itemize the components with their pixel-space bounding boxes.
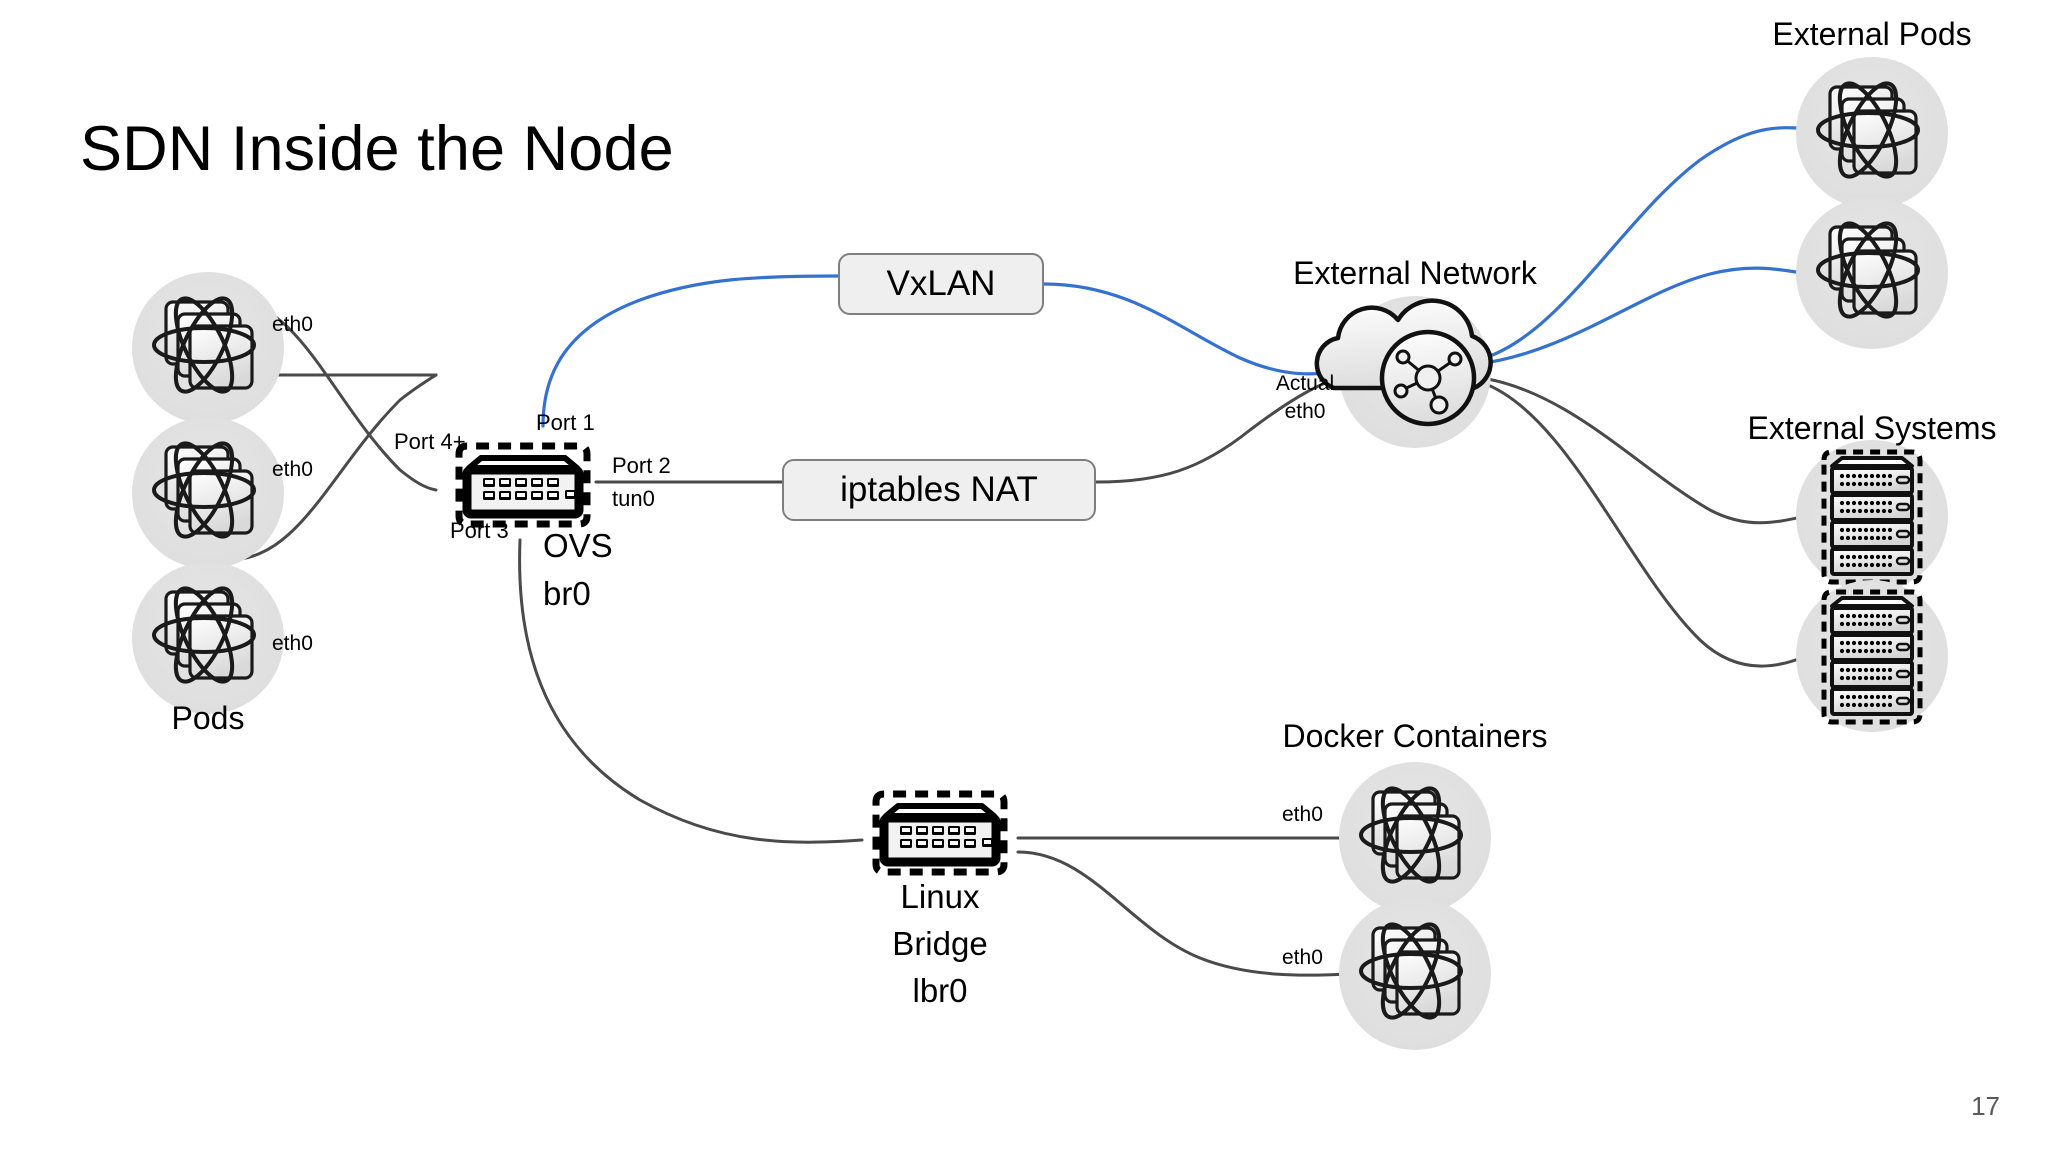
external-system-1[interactable] — [1796, 440, 1948, 592]
external-system-2[interactable] — [1796, 580, 1948, 732]
docker-containers-group — [1339, 762, 1491, 1050]
vxlan-label: VxLAN — [886, 264, 996, 303]
external-pods-group — [1796, 57, 1948, 349]
external-pod-2[interactable] — [1796, 197, 1948, 349]
pod-3[interactable] — [132, 562, 284, 714]
linux-bridge-label-line2: Bridge — [892, 925, 988, 962]
linux-bridge-label-line3: lbr0 — [912, 972, 968, 1009]
connector-layer — [226, 126, 1808, 977]
ovs-port2-label: Port 2 — [612, 453, 671, 478]
external-pods-label: External Pods — [1772, 16, 1972, 52]
docker-container-1[interactable] — [1339, 762, 1491, 914]
docker1-eth0-label: eth0 — [1282, 803, 1323, 826]
docker2-eth0-label: eth0 — [1282, 946, 1323, 969]
pod-2[interactable] — [132, 417, 284, 569]
ovs-tun0-label: tun0 — [612, 486, 655, 511]
network-switch-icon — [459, 446, 587, 524]
network-switch-icon — [876, 794, 1004, 872]
page-number: 17 — [1971, 1091, 2000, 1121]
pods-group — [132, 272, 284, 714]
linux-bridge-switch[interactable] — [876, 794, 1004, 872]
pods-group-label: Pods — [171, 700, 245, 736]
external-systems-group — [1796, 440, 1948, 732]
edge-extnet-extpod1 — [1476, 126, 1798, 362]
ovs-port3-label: Port 3 — [450, 518, 509, 543]
ovs-switch[interactable] — [459, 446, 587, 524]
edge-ovs-lbr0 — [518, 538, 864, 844]
edge-lbr0-docker2 — [1016, 850, 1350, 977]
cloud-network-icon — [1317, 301, 1491, 424]
pod2-eth0-label: eth0 — [272, 458, 313, 481]
ovs-interface-label: br0 — [543, 575, 591, 612]
edge-extnet-extsys1 — [1480, 376, 1808, 525]
edge-extnet-extsys2 — [1478, 380, 1808, 668]
external-network-node[interactable] — [1317, 296, 1491, 448]
pod-1[interactable] — [132, 272, 284, 424]
vxlan-box[interactable]: VxLAN — [838, 253, 1044, 315]
pod1-eth0-label: eth0 — [272, 313, 313, 336]
server-rack-icon — [1824, 592, 1920, 722]
page-title: SDN Inside the Node — [80, 114, 674, 184]
edge-extnet-extpod2 — [1476, 266, 1798, 366]
pod3-eth0-label: eth0 — [272, 632, 313, 655]
external-network-label: External Network — [1293, 255, 1537, 291]
linux-bridge-label-line1: Linux — [900, 878, 980, 915]
edge-ovs-vxlan — [541, 274, 840, 428]
server-rack-icon — [1824, 452, 1920, 582]
ovs-name-label: OVS — [543, 527, 613, 564]
ovs-port4-label: Port 4+ — [394, 429, 466, 454]
edge-iptables-extnet — [1094, 372, 1354, 484]
docker-container-2[interactable] — [1339, 898, 1491, 1050]
actual-eth0-label-line1: Actual — [1275, 372, 1335, 395]
external-pod-1[interactable] — [1796, 57, 1948, 209]
edge-vxlan-extnet — [1042, 282, 1354, 376]
docker-containers-label: Docker Containers — [1282, 718, 1548, 754]
ovs-port1-label: Port 1 — [536, 410, 595, 435]
edge-pod3-ovs — [226, 373, 438, 562]
actual-eth0-label-line2: eth0 — [1284, 400, 1326, 423]
iptables-nat-box[interactable]: iptables NAT — [782, 459, 1096, 521]
external-systems-label: External Systems — [1747, 410, 1997, 446]
iptables-nat-label: iptables NAT — [840, 470, 1038, 509]
